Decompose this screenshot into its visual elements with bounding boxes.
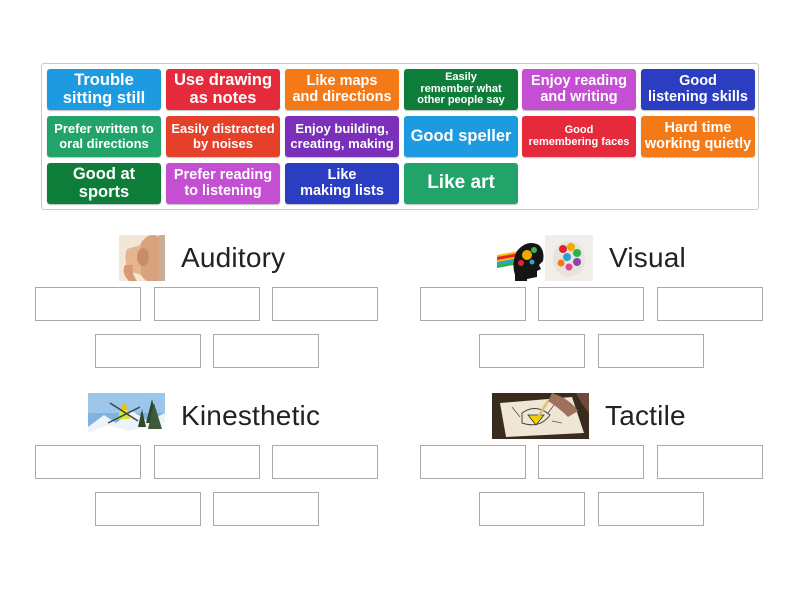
- drop-slot[interactable]: [35, 445, 141, 479]
- group-header-visual: Visual: [497, 235, 686, 281]
- tile-9[interactable]: Good speller: [404, 116, 518, 157]
- drop-slot[interactable]: [154, 287, 260, 321]
- drop-slot[interactable]: [657, 287, 763, 321]
- tile-2[interactable]: Like maps and directions: [285, 69, 399, 110]
- drop-slot[interactable]: [272, 287, 378, 321]
- drop-slot[interactable]: [420, 287, 526, 321]
- skier-icon: [88, 393, 165, 439]
- group-title-tactile: Tactile: [605, 400, 686, 431]
- drop-slot[interactable]: [479, 334, 585, 368]
- drop-slot[interactable]: [213, 334, 319, 368]
- group-title-kinesthetic: Kinesthetic: [181, 400, 321, 431]
- tile-11[interactable]: Hard time working quietly: [641, 116, 755, 157]
- tile-13[interactable]: Prefer reading to listening: [166, 163, 280, 204]
- group-header-kinesthetic: Kinesthetic: [88, 393, 320, 439]
- tile-0[interactable]: Trouble sitting still: [47, 69, 161, 110]
- tile-bank: Trouble sitting still Use drawing as not…: [41, 63, 759, 210]
- group-title-auditory: Auditory: [181, 242, 286, 273]
- drop-slot[interactable]: [154, 445, 260, 479]
- group-header-auditory: Auditory: [119, 235, 285, 281]
- drop-slot[interactable]: [95, 334, 201, 368]
- tile-5[interactable]: Good listening skills: [641, 69, 755, 110]
- drop-slot[interactable]: [598, 492, 704, 526]
- tile-4[interactable]: Enjoy reading and writing: [522, 69, 636, 110]
- tile-10[interactable]: Good remembering faces: [522, 116, 636, 157]
- drop-slot[interactable]: [479, 492, 585, 526]
- group-header-tactile: Tactile: [492, 393, 686, 439]
- tile-8[interactable]: Enjoy building, creating, making: [285, 116, 399, 157]
- ear-icon: [119, 235, 165, 281]
- drop-slot[interactable]: [420, 445, 526, 479]
- tile-14[interactable]: Like making lists: [285, 163, 399, 204]
- tile-1[interactable]: Use drawing as notes: [166, 69, 280, 110]
- drop-slot[interactable]: [657, 445, 763, 479]
- tile-3[interactable]: Easily remember what other people say: [404, 69, 518, 110]
- drop-slot[interactable]: [598, 334, 704, 368]
- group-title-visual: Visual: [609, 242, 686, 273]
- drop-slot[interactable]: [538, 445, 644, 479]
- drawing-hand-icon: [492, 393, 589, 439]
- drop-slot[interactable]: [35, 287, 141, 321]
- drop-slot[interactable]: [538, 287, 644, 321]
- drop-slot[interactable]: [95, 492, 201, 526]
- tile-15[interactable]: Like art: [404, 163, 518, 204]
- tile-12[interactable]: Good at sports: [47, 163, 161, 204]
- tile-7[interactable]: Easily distracted by noises: [166, 116, 280, 157]
- drop-slot[interactable]: [272, 445, 378, 479]
- drop-slot[interactable]: [213, 492, 319, 526]
- tile-6[interactable]: Prefer written to oral directions: [47, 116, 161, 157]
- head-rainbow-icon: [497, 235, 593, 281]
